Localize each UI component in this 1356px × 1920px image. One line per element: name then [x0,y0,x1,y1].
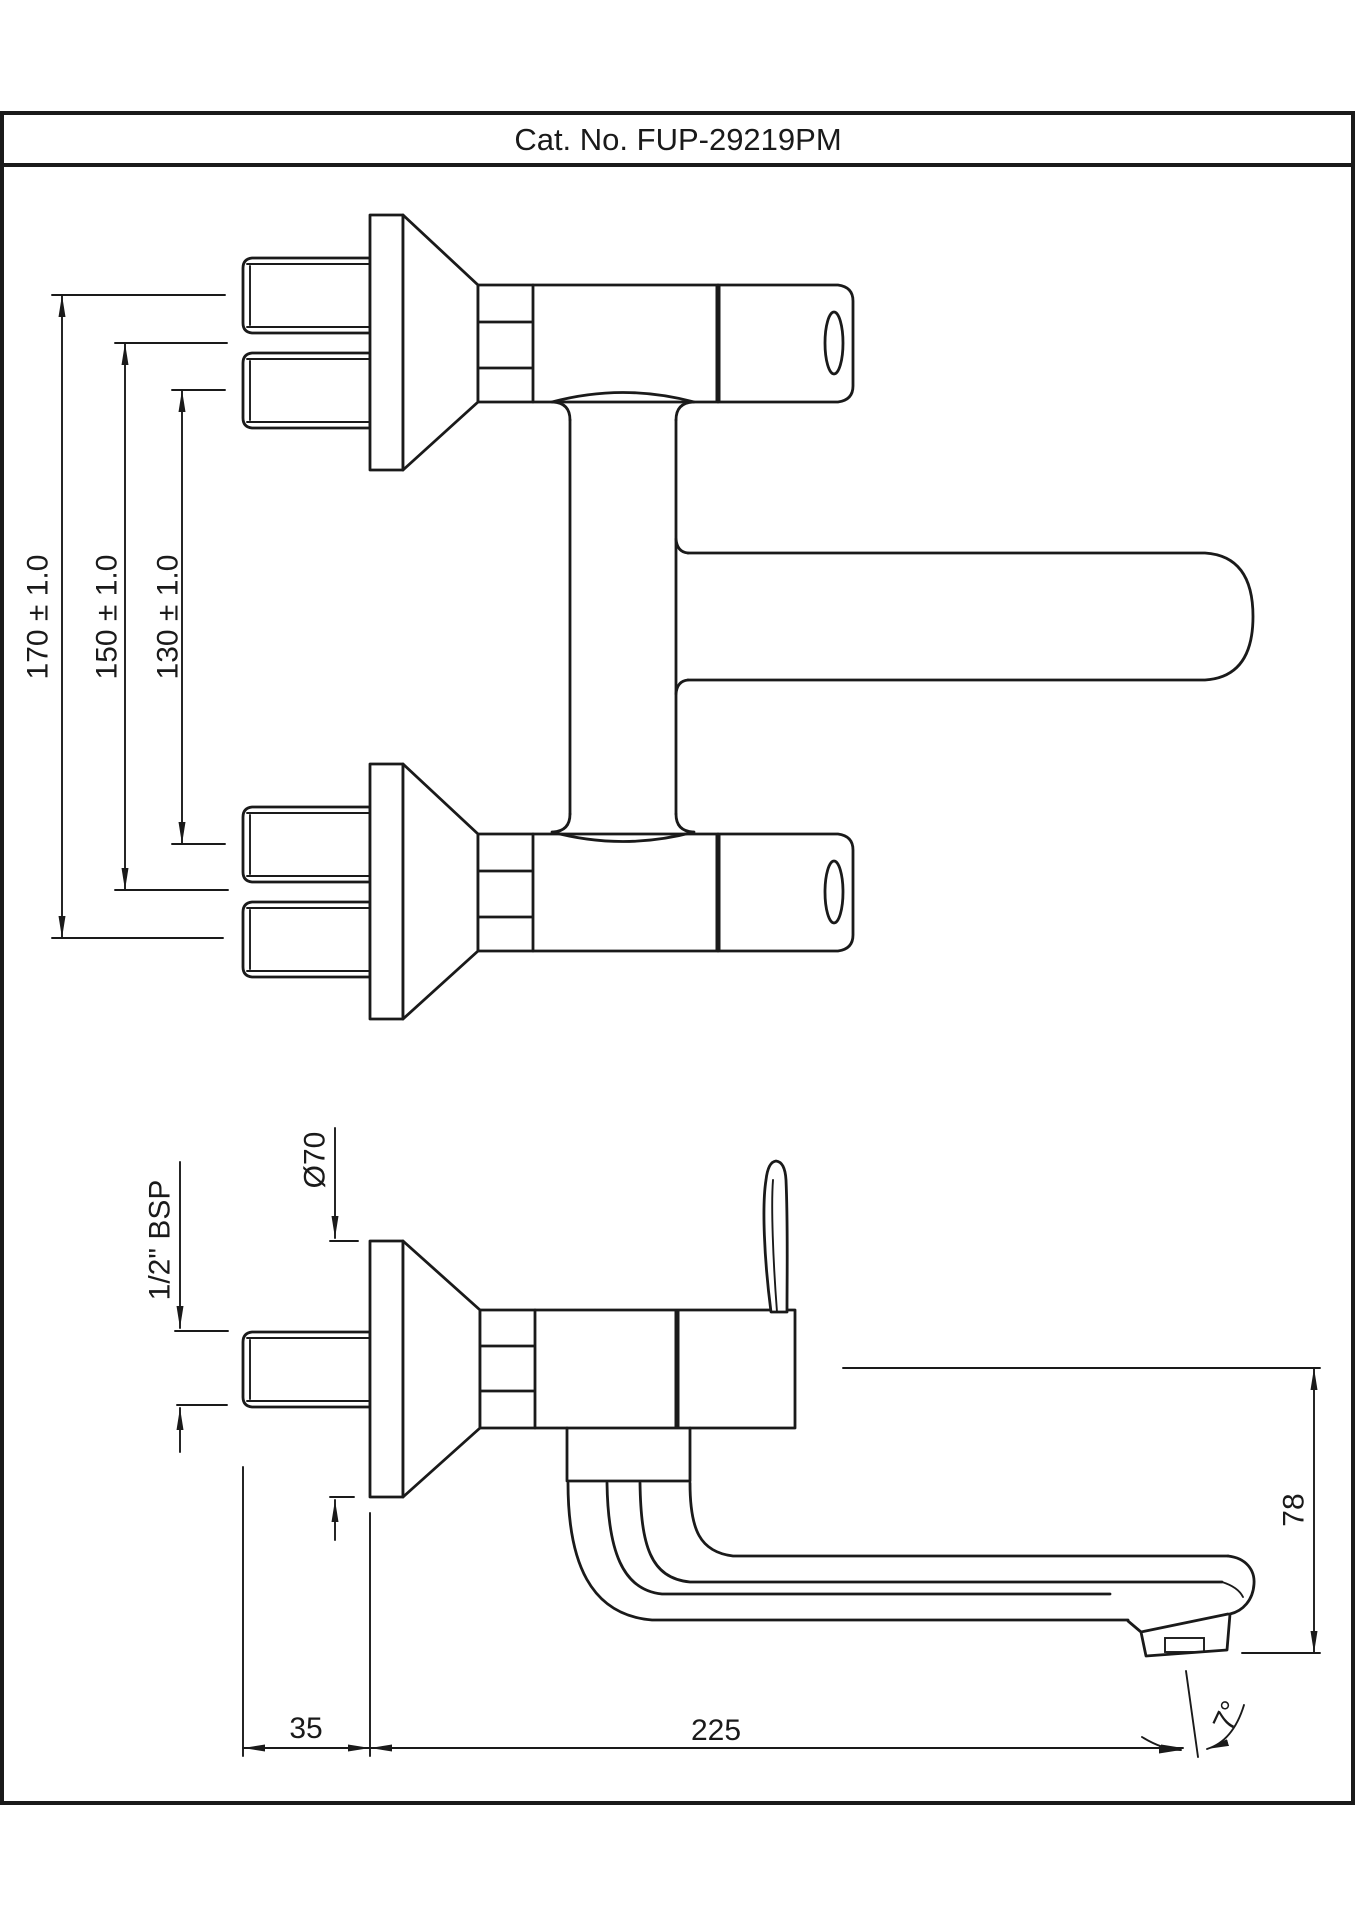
angle-annotation: 7° [1141,1670,1249,1758]
top-view [241,215,1255,1019]
dim-label-150: 150 ± 1.0 [91,555,124,680]
dim-label-78: 78 [1278,1493,1311,1526]
dim-label-170: 170 ± 1.0 [22,555,55,680]
wall-flange [368,1239,405,1499]
dim-label-7deg: 7° [1207,1696,1249,1736]
spout-top-view [674,537,1255,696]
top-view-dimensions: 170 ± 1.0 150 ± 1.0 130 ± 1.0 [22,294,229,939]
drawing-frame [0,111,1355,1805]
spout-side-view [565,1426,1256,1658]
dim-label-dia70: Ø70 [299,1132,332,1189]
dim-label-bsp: 1/2" BSP [144,1180,177,1301]
aerator [1126,1612,1232,1658]
side-view [241,1159,1256,1658]
dim-label-225: 225 [691,1714,741,1747]
mixer-body [533,1308,797,1430]
catalog-number: Cat. No. FUP-29219PM [514,122,841,157]
side-view-dimensions: 1/2" BSP Ø70 35 225 78 7° [144,1127,1321,1758]
connecting-pipe [550,391,696,843]
lever-handle [762,1159,789,1314]
dim-label-35: 35 [289,1712,322,1745]
dim-label-130: 130 ± 1.0 [152,555,185,680]
